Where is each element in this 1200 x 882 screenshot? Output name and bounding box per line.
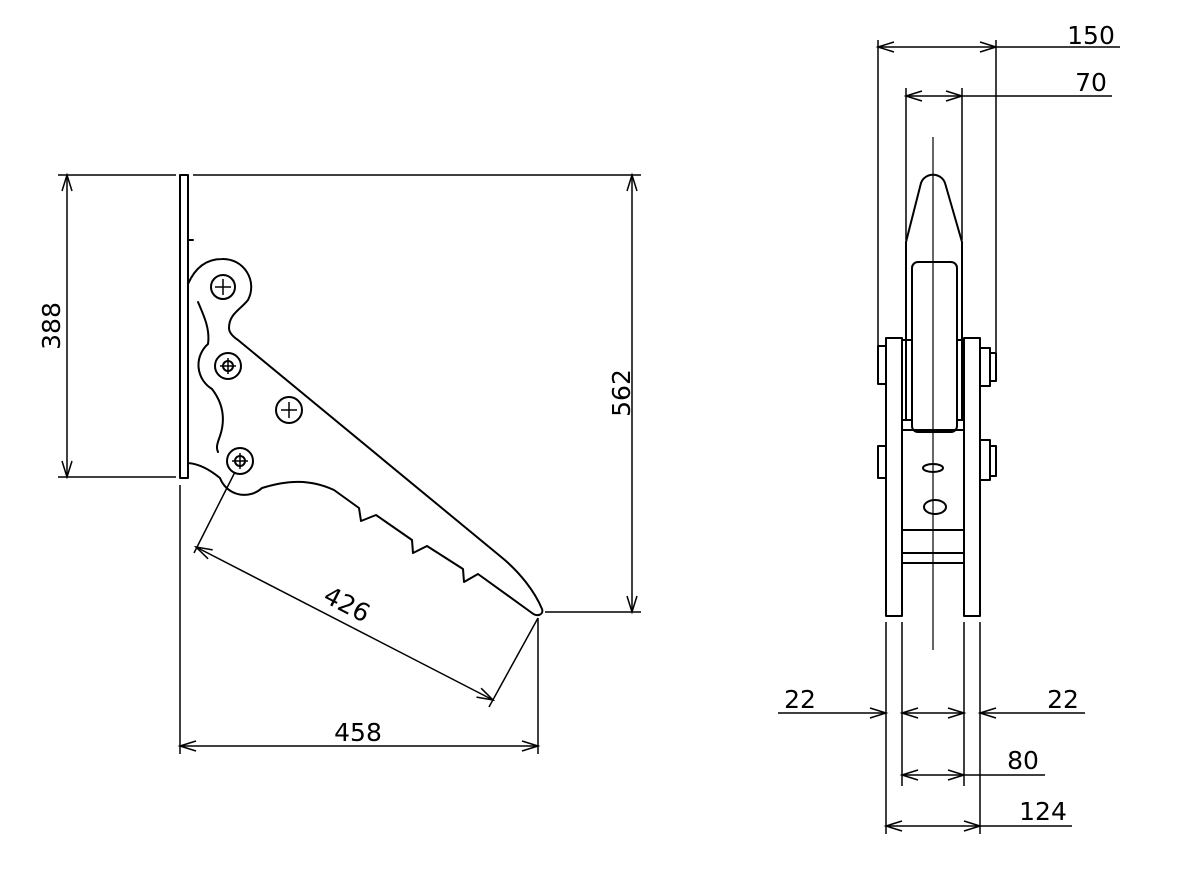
tooth-shank [911, 261, 958, 433]
arrowhead [626, 595, 638, 615]
tooth-bracket-outline [187, 257, 544, 617]
upper-hole [922, 463, 944, 473]
dimension-label: 22 [1047, 685, 1079, 714]
arrowhead [963, 820, 983, 832]
nut-body [979, 347, 991, 387]
dimension-diagonal: 426 [193, 471, 539, 708]
arrowhead [476, 687, 496, 702]
arrowhead [899, 707, 919, 719]
dimension-label: 388 [37, 302, 66, 350]
side-hole-cross-icon [281, 402, 297, 418]
front-tooth-outline [905, 173, 963, 421]
side-hole-circle [275, 396, 303, 424]
left-upper-boss [877, 345, 887, 385]
middle-pin [214, 352, 242, 380]
dimension-bottom-right: 22 [977, 685, 1085, 719]
left-lower-boss [877, 445, 887, 479]
dimension-label: 562 [607, 369, 636, 417]
dimension-bottom-outer: 124 [883, 797, 1072, 832]
dimension-label: 22 [784, 685, 816, 714]
dimension-label: 458 [334, 718, 382, 747]
nut-cap [989, 352, 997, 382]
dimension-label: 426 [319, 581, 375, 629]
arrowhead [945, 90, 965, 102]
extension-lines [905, 88, 963, 240]
side-view: 388 562 426 458 [37, 172, 641, 754]
extension-lines [58, 174, 176, 478]
dimension-label: 70 [1075, 68, 1107, 97]
arrowhead [979, 41, 999, 53]
dimension-label: 80 [1007, 746, 1039, 775]
bracket-inner-edge [197, 301, 224, 453]
arrowhead [899, 769, 919, 781]
dimension-top-inner: 70 [903, 68, 1112, 240]
arrowhead [61, 460, 73, 480]
cross-member-lines [901, 529, 965, 564]
top-pin [210, 274, 236, 300]
middle-pin-circle [214, 352, 242, 380]
arrowhead [947, 769, 967, 781]
middle-pin-cross-icon [220, 358, 236, 374]
dimension-label: 124 [1019, 797, 1067, 826]
mounting-plate [179, 174, 189, 479]
arrowhead [521, 740, 541, 752]
arrowhead [193, 545, 213, 560]
top-pin-circle [210, 274, 236, 300]
arrowhead [177, 740, 197, 752]
arrowhead [869, 707, 889, 719]
arrowhead [883, 820, 903, 832]
bottom-pin-circle [226, 447, 254, 475]
nut-body [979, 439, 991, 481]
left-inner-block [901, 339, 913, 421]
dimension-bottom-middle-row [899, 707, 967, 719]
extension-lines [193, 471, 539, 708]
extension-lines [179, 485, 539, 754]
dimension-label: 150 [1067, 21, 1115, 50]
arrowhead [947, 707, 967, 719]
dimension-bottom-horizontal: 458 [177, 485, 541, 754]
dimension-bottom-left: 22 [778, 685, 889, 719]
right-inner-block [956, 339, 965, 421]
right-lower-nut [979, 439, 997, 481]
right-side-plate [963, 337, 981, 617]
top-pin-cross-icon [215, 279, 231, 295]
left-side-plate [885, 337, 903, 617]
right-upper-nut [979, 347, 997, 387]
extension-lines [193, 174, 641, 613]
extension-lines [877, 40, 997, 352]
arrowhead [977, 707, 997, 719]
dimension-top-outer: 150 [875, 21, 1120, 352]
nut-cap [989, 445, 997, 477]
arrowhead [875, 41, 895, 53]
front-view: 150 70 22 22 [778, 21, 1120, 834]
bottom-pin [226, 447, 254, 475]
dimension-line [195, 546, 494, 701]
bottom-extension-lines [885, 622, 981, 834]
lower-hole [923, 499, 947, 515]
dimension-left-vertical: 388 [37, 172, 176, 480]
dimension-right-vertical: 562 [193, 172, 641, 615]
side-hole [275, 396, 303, 424]
bottom-pin-cross-icon [232, 453, 248, 469]
arrowhead [61, 172, 73, 192]
dimension-bottom-inner: 80 [899, 746, 1045, 781]
arrowhead [626, 172, 638, 192]
arrowhead [903, 90, 923, 102]
